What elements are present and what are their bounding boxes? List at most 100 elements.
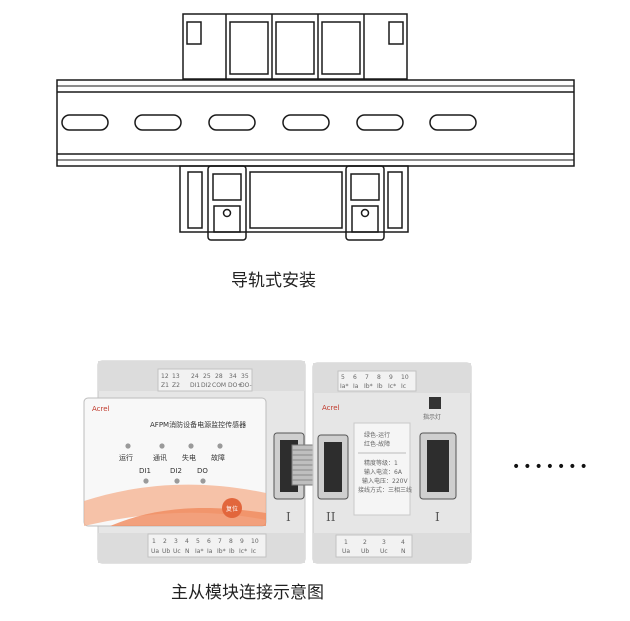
io-label-di1: DI1 (139, 467, 151, 475)
svg-text:DO-: DO- (240, 382, 252, 389)
svg-text:13: 13 (172, 373, 180, 380)
svg-text:10: 10 (251, 538, 259, 545)
master-port-label: I (286, 510, 291, 524)
svg-text:5: 5 (196, 538, 200, 545)
svg-text:Z1: Z1 (161, 382, 169, 389)
svg-text:6: 6 (207, 538, 211, 545)
master-product-name: AFPM消防设备电源监控传感器 (150, 420, 246, 429)
svg-text:Ub: Ub (162, 548, 170, 555)
slave-left-port-label: II (326, 510, 336, 524)
indicator-label-fault: 故障 (211, 453, 225, 462)
rail-slot (429, 114, 477, 131)
svg-text:7: 7 (218, 538, 222, 545)
svg-text:35: 35 (241, 373, 249, 380)
svg-text:Z2: Z2 (172, 382, 180, 389)
slave-info-panel (353, 422, 411, 516)
rail-slot (282, 114, 330, 131)
svg-text:7: 7 (365, 374, 369, 381)
svg-text:2: 2 (163, 538, 167, 545)
svg-text:34: 34 (229, 373, 237, 380)
svg-text:9: 9 (240, 538, 244, 545)
svg-text:1: 1 (152, 538, 156, 545)
indicator-label-power-loss: 失电 (182, 453, 196, 462)
svg-text:Ib*: Ib* (364, 383, 373, 390)
slave-indicator-label: 指示灯 (423, 413, 441, 421)
slave-spec-wiring: 接线方式：三相三线 (358, 486, 412, 494)
svg-text:Ib: Ib (377, 383, 383, 390)
svg-text:1: 1 (344, 539, 348, 546)
svg-text:Ic: Ic (251, 548, 256, 555)
master-top-terminal-labels: Z1 Z2 DI1 DI2 COM DO+ DO- (161, 382, 252, 389)
svg-text:Ic: Ic (401, 383, 406, 390)
master-bottom-terminal-labels: Ua Ub Uc N Ia* Ia Ib* Ib Ic* Ic (151, 548, 256, 555)
svg-text:Ia*: Ia* (195, 548, 203, 555)
din-rail-drawing (56, 13, 575, 241)
svg-text:4: 4 (185, 538, 189, 545)
master-brand-logo: Acrel (92, 405, 110, 413)
svg-text:Ic*: Ic* (388, 383, 396, 390)
slave-status-green: 绿色-运行 (364, 431, 390, 439)
slave-brand-logo: Acrel (322, 404, 340, 412)
io-label-do: DO (197, 467, 208, 475)
io-label-di2: DI2 (170, 467, 182, 475)
svg-text:DI1: DI1 (190, 382, 200, 389)
svg-text:6: 6 (353, 374, 357, 381)
svg-text:9: 9 (389, 374, 393, 381)
indicator-leds (125, 443, 223, 449)
orange-swoosh (84, 484, 266, 526)
svg-text:COM: COM (212, 382, 226, 389)
svg-text:Ia: Ia (207, 548, 213, 555)
io-leds (143, 478, 206, 484)
module-connection-caption: 主从模块连接示意图 (171, 583, 324, 603)
svg-text:8: 8 (229, 538, 233, 545)
slave-indicator-led (429, 397, 441, 409)
slave-right-port-label: I (435, 510, 440, 524)
master-top-terminal-numbers: 12 13 24 25 28 34 35 (161, 373, 249, 380)
rail-slot (61, 114, 109, 131)
svg-text:3: 3 (174, 538, 178, 545)
rail-install-caption: 导轨式安装 (231, 271, 316, 291)
svg-text:10: 10 (401, 374, 409, 381)
svg-text:Ic*: Ic* (239, 548, 247, 555)
svg-text:Ua: Ua (151, 548, 159, 555)
lower-clip-housing (179, 165, 409, 241)
svg-text:Uc: Uc (173, 548, 181, 555)
svg-text:3: 3 (382, 539, 386, 546)
indicator-label-comm: 通讯 (153, 453, 167, 462)
master-bottom-terminal-numbers: 1 2 3 4 5 6 7 8 9 10 (152, 538, 259, 545)
master-module: 12 13 24 25 28 34 35 Z1 Z2 DI1 DI2 COM D… (83, 360, 306, 564)
svg-text:8: 8 (377, 374, 381, 381)
reset-button[interactable] (222, 498, 242, 518)
slave-module: 5 6 7 8 9 10 Ia* Ia Ib* Ib Ic* Ic 1 2 3 … (312, 362, 472, 564)
svg-text:4: 4 (401, 539, 405, 546)
upper-clip-housing (182, 13, 408, 80)
slave-bottom-terminal-labels: Ua Ub Uc N (342, 548, 406, 555)
svg-text:12: 12 (161, 373, 169, 380)
svg-text:DO+: DO+ (228, 382, 242, 389)
slave-spec-voltage: 输入电压：220V (362, 477, 408, 485)
slave-status-red: 红色-故障 (364, 440, 390, 448)
rail-slot (134, 114, 182, 131)
svg-text:Ia: Ia (353, 383, 359, 390)
rail-slot (208, 114, 256, 131)
svg-text:2: 2 (363, 539, 367, 546)
reset-button-label: 复位 (226, 505, 238, 513)
svg-text:24: 24 (191, 373, 199, 380)
continuation-ellipsis: ••••••• (512, 459, 591, 475)
module-connection-illustration: 12 13 24 25 28 34 35 Z1 Z2 DI1 DI2 COM D… (83, 360, 591, 564)
svg-text:5: 5 (341, 374, 345, 381)
rail-slot (356, 114, 404, 131)
slave-spec-current: 输入电流：6A (364, 468, 403, 476)
svg-text:25: 25 (203, 373, 211, 380)
svg-text:N: N (401, 548, 406, 555)
svg-text:Uc: Uc (380, 548, 388, 555)
svg-text:N: N (185, 548, 190, 555)
svg-text:28: 28 (215, 373, 223, 380)
slave-top-terminal-labels: Ia* Ia Ib* Ib Ic* Ic (340, 383, 406, 390)
slave-bottom-terminal-numbers: 1 2 3 4 (344, 539, 405, 546)
indicator-label-run: 运行 (119, 453, 133, 462)
svg-text:Ub: Ub (361, 548, 369, 555)
svg-text:DI2: DI2 (201, 382, 211, 389)
slave-spec-accuracy: 精度等级：1 (364, 459, 398, 467)
svg-text:Ib: Ib (229, 548, 235, 555)
